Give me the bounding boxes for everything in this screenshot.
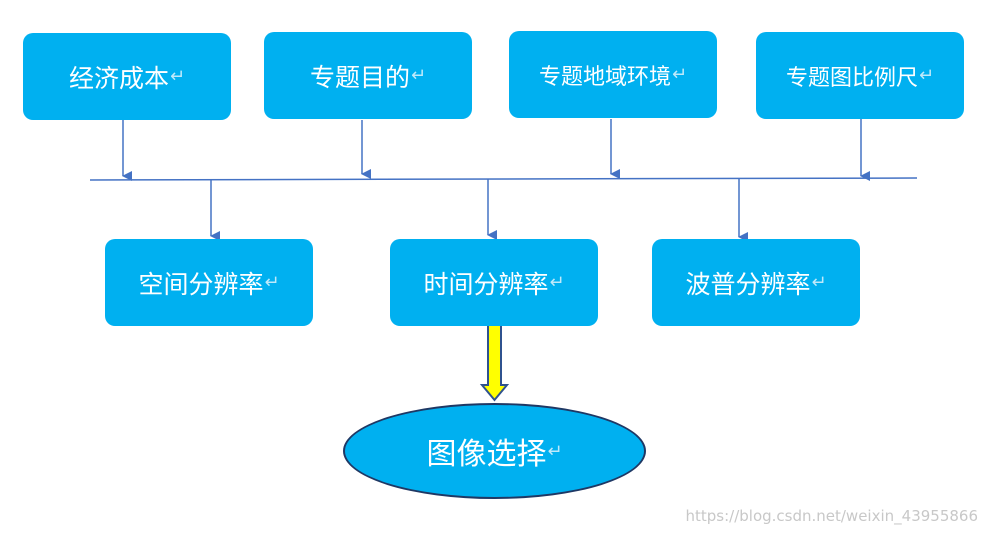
return-mark-icon: ↵ xyxy=(811,272,827,293)
box-economic-cost: 经济成本↵ xyxy=(23,33,231,120)
box-label: 波普分辨率 xyxy=(685,269,811,299)
box-topic-scale: 专题图比例尺↵ xyxy=(756,32,964,119)
box-label: 时间分辨率 xyxy=(423,269,549,299)
return-mark-icon: ↵ xyxy=(549,272,565,293)
return-mark-icon: ↵ xyxy=(918,65,935,86)
box-topic-purpose: 专题目的↵ xyxy=(264,32,472,119)
box-temporal-resolution: 时间分辨率↵ xyxy=(390,239,598,326)
result-ellipse: 图像选择↵ xyxy=(343,403,646,499)
yellow-arrow xyxy=(479,323,510,402)
box-label: 专题图比例尺 xyxy=(785,65,918,91)
watermark: https://blog.csdn.net/weixin_43955866 xyxy=(685,507,978,525)
return-mark-icon: ↵ xyxy=(169,66,186,87)
box-spectral-resolution: 波普分辨率↵ xyxy=(652,239,860,326)
box-label: 专题地域环境 xyxy=(538,64,671,90)
box-label: 专题目的 xyxy=(309,62,410,92)
result-label: 图像选择 xyxy=(426,437,547,472)
box-label: 经济成本 xyxy=(68,63,169,93)
box-topic-region: 专题地域环境↵ xyxy=(509,31,717,118)
box-spatial-resolution: 空间分辨率↵ xyxy=(105,239,313,326)
return-mark-icon: ↵ xyxy=(264,272,280,293)
return-mark-icon: ↵ xyxy=(547,440,563,462)
horizontal-line xyxy=(89,177,918,181)
box-label: 空间分辨率 xyxy=(138,269,264,299)
return-mark-icon: ↵ xyxy=(671,64,688,85)
return-mark-icon: ↵ xyxy=(410,65,427,86)
